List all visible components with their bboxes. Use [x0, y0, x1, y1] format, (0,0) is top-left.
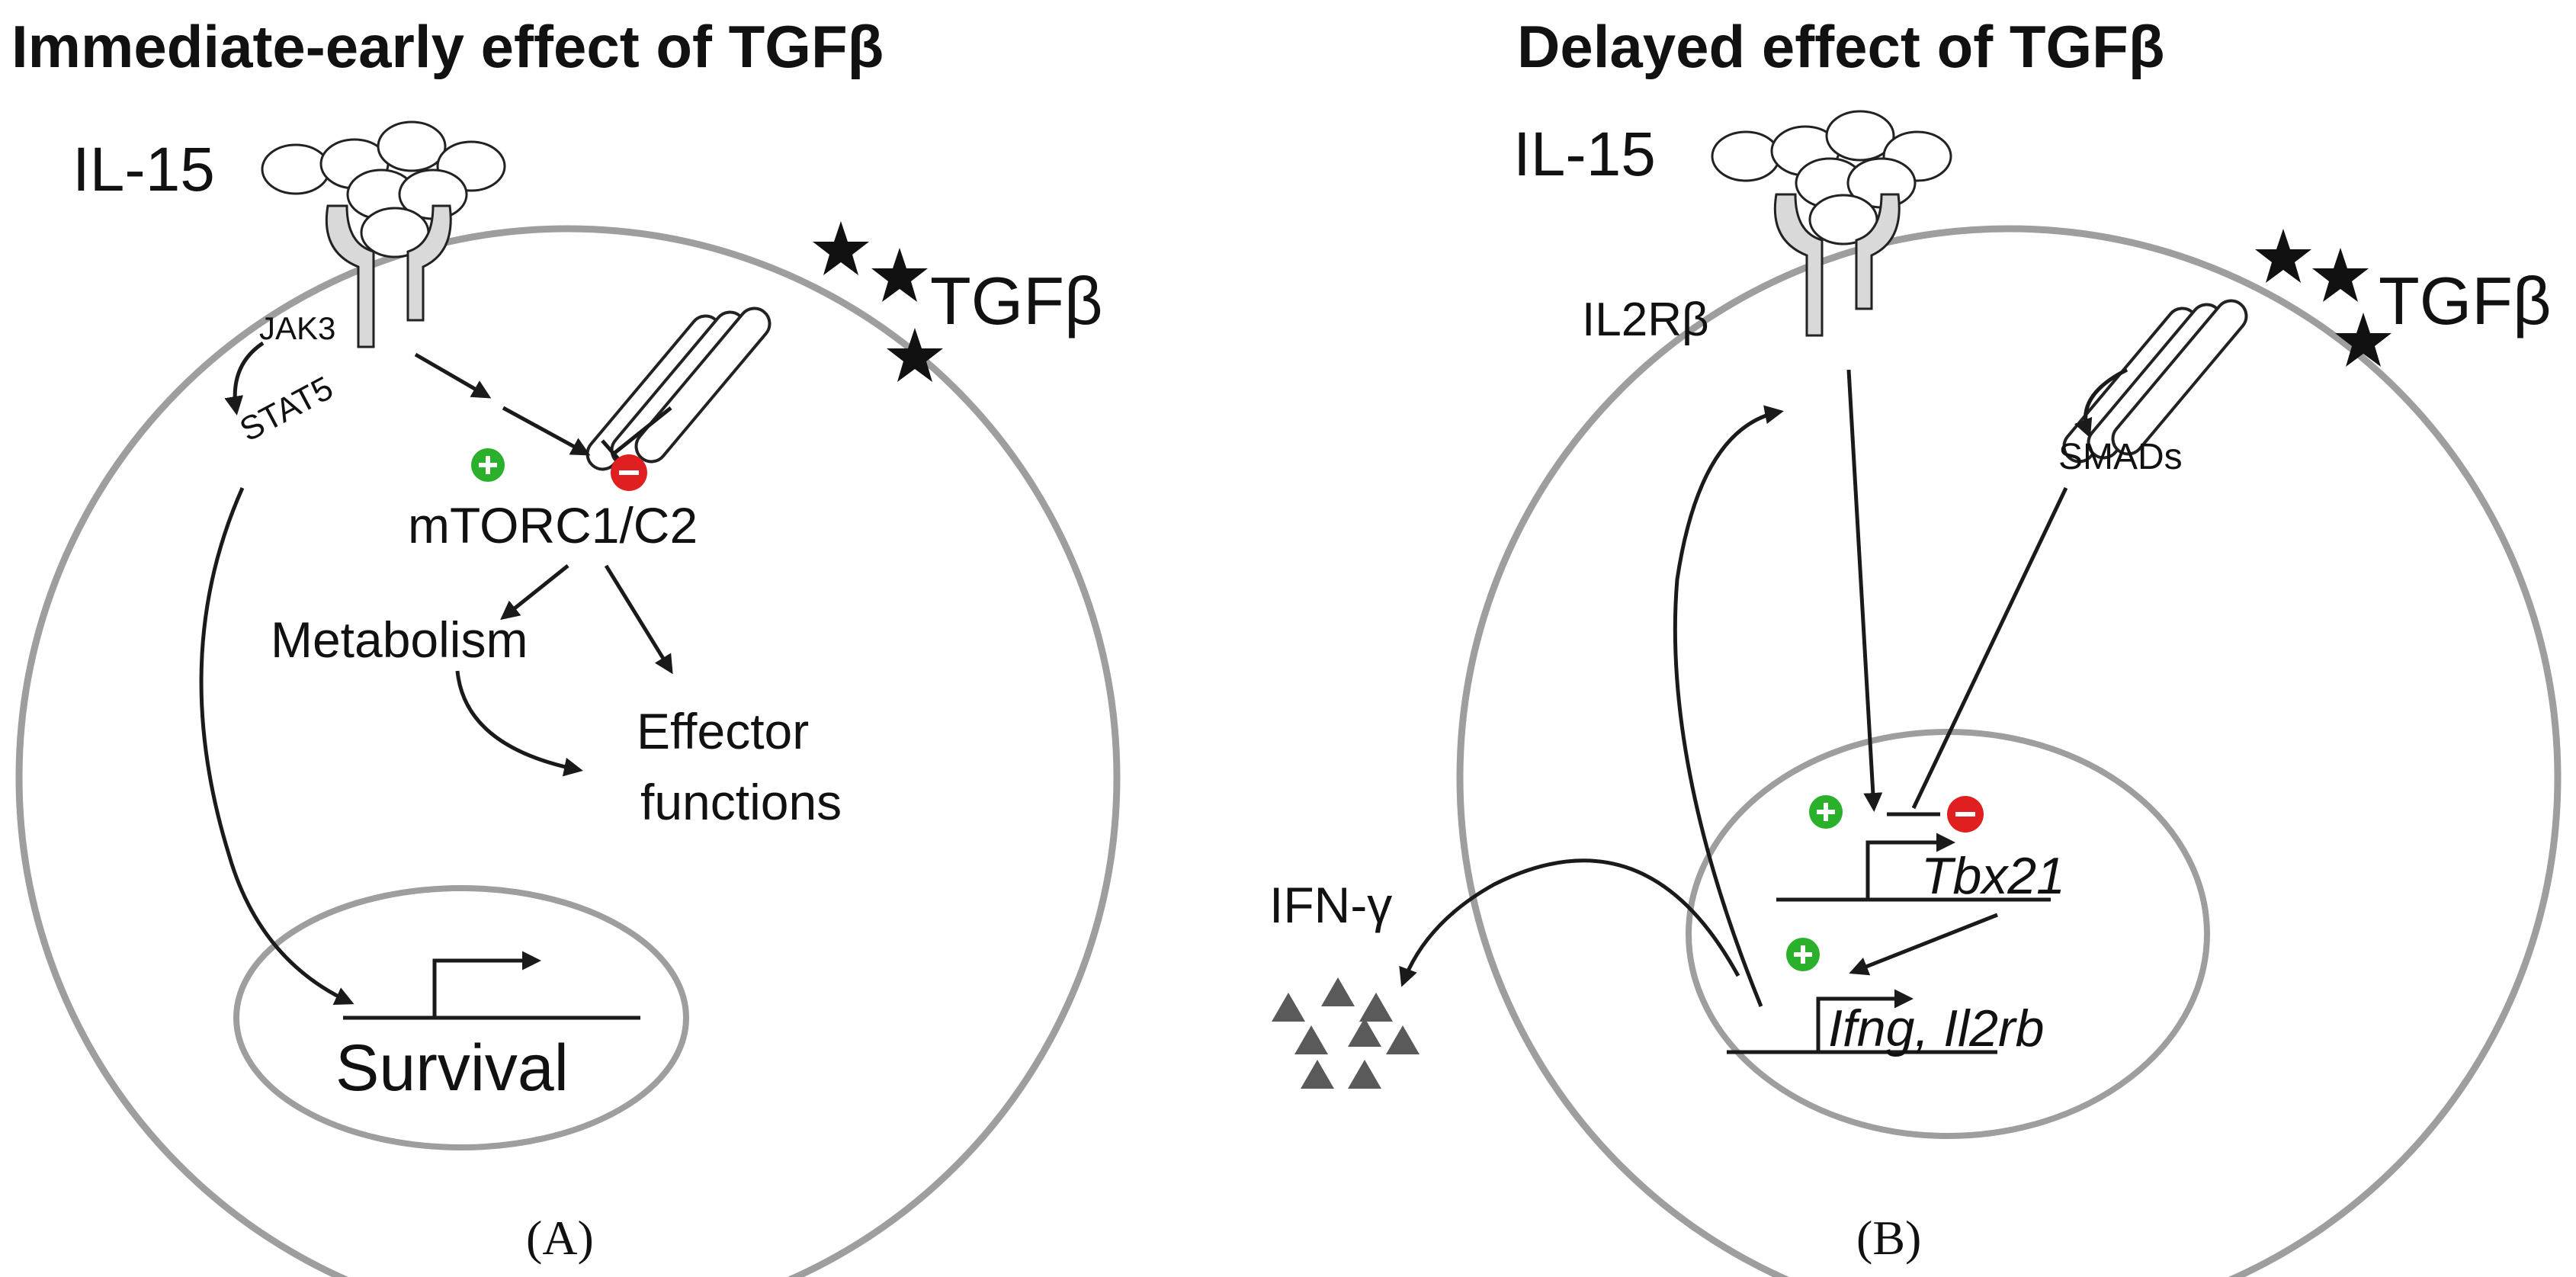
il15-cytokine-cluster-b: [1711, 110, 1952, 245]
plus-sign-a: [471, 448, 505, 482]
il15r-to-mtor-arrow-2: [502, 406, 591, 456]
cell-membrane-b: [1456, 225, 2562, 1277]
panel-a-title: Immediate-early effect of TGFβ: [11, 13, 884, 80]
il2rb-label: IL2Rβ: [1582, 294, 1709, 346]
minus-sign-b: [1947, 796, 1984, 833]
plus-sign-b1: [1809, 795, 1843, 829]
tbx21-label: Tbx21: [1921, 847, 2065, 905]
panel-a: Immediate-early effect of TGFβ IL-15: [11, 13, 1121, 1277]
mtor-to-metabolism-arrow: [500, 564, 569, 621]
panel-b-label: (B): [1856, 1211, 1921, 1265]
ifng-secretion-arrow: [1399, 858, 1740, 987]
metabolism-label: Metabolism: [271, 611, 528, 668]
survival-promoter-arrow: [432, 951, 541, 1018]
minus-sign-a: [611, 454, 647, 491]
il15r-to-mtor-arrow-1: [414, 352, 492, 399]
tbx21-to-ifng-arrow: [1849, 913, 1998, 976]
cell-membrane-a: [15, 225, 1121, 1277]
tgfb-receptor-b: [2062, 299, 2248, 464]
smads-inhibition-bar: [1887, 486, 2068, 817]
tbx21-promoter-arrow: [1865, 833, 1955, 900]
mtor-label: mTORC1/C2: [408, 497, 698, 553]
stat5-to-survival-arrow: [199, 486, 354, 1006]
il2rb-feedback-arrow: [1673, 405, 1784, 1007]
ifng-il2rb-label: Ifng, Il2rb: [1828, 999, 2045, 1057]
tgfbr-to-smads-arrow: [2074, 367, 2128, 438]
tgfb-ligand-stars-b: [2255, 229, 2392, 367]
tgfb-ligand-stars-a: [813, 221, 943, 382]
jak3-label: JAK3: [259, 310, 335, 346]
smads-label: SMADs: [2058, 437, 2183, 477]
jak3-to-stat5-arrow: [224, 341, 265, 416]
tgfb-label-b: TGFβ: [2379, 263, 2552, 339]
survival-label: Survival: [335, 1032, 569, 1105]
il15-cytokine-cluster-a: [261, 120, 506, 258]
mtor-to-effector-arrow: [604, 564, 673, 675]
panel-b-title: Delayed effect of TGFβ: [1517, 13, 2164, 80]
effector-label-line2: functions: [640, 774, 842, 830]
plus-sign-b2: [1786, 938, 1820, 971]
effector-label-line1: Effector: [637, 703, 809, 759]
il2rb-to-tbx21-arrow: [1846, 369, 1883, 812]
panel-b: Delayed effect of TGFβ IL-15 TG: [1269, 13, 2562, 1277]
nucleus-a: [233, 885, 689, 1150]
ifng-promoter-arrow: [1816, 989, 1914, 1052]
il15-receptor-a: [325, 204, 452, 348]
stat5-label: STAT5: [234, 369, 339, 448]
ifn-gamma-label: IFN-γ: [1269, 877, 1392, 933]
metabolism-to-effector-arrow: [455, 670, 583, 777]
il15-label-a: IL-15: [72, 135, 215, 204]
tgfb-label-a: TGFβ: [930, 263, 1103, 339]
ifn-gamma-molecules: [1272, 977, 1420, 1089]
panel-a-label: (A): [526, 1211, 594, 1265]
il15-label-b: IL-15: [1513, 120, 1656, 189]
il15-receptor-b: [1773, 193, 1901, 337]
